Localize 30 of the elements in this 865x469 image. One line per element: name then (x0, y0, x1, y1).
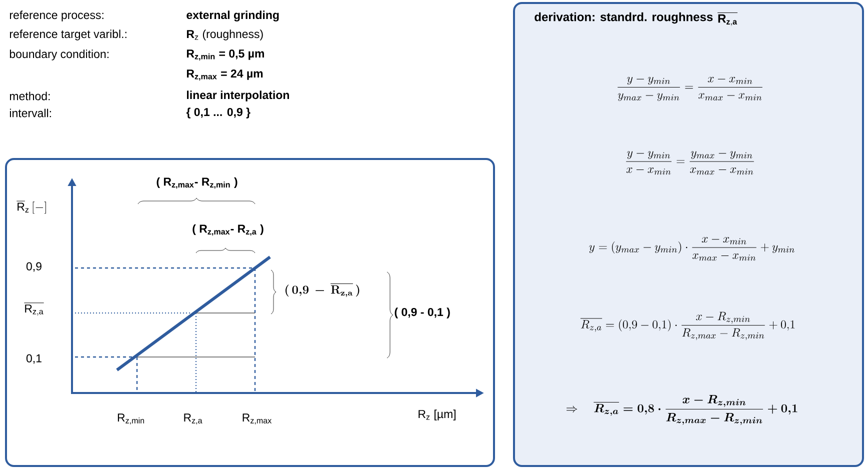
formula: $\frac{y-y_{min}}{x-x_{min}}=\frac{y_{max}-y_{min}}{x_{max}-x_{min}}$ (626, 151, 754, 175)
field-value: R$_{z,min}$ = 0,5 µm (186, 49, 264, 61)
field-label: reference target varibl.: (10, 30, 126, 40)
tick-label: R$_{z,min}$ (118, 414, 144, 424)
tick-label: 0,1 (26, 354, 42, 364)
formula: $y=(y_{max}-y_{min})\cdot\frac{x-x_{min}}{x_{max}-x_{min}}+y_{min}$ (589, 237, 794, 261)
field-label: boundary condition: (10, 50, 108, 60)
formula: $\Rightarrow\quad\boldsymbol{\overline{R_{z,a}}=0{,}8\cdot\frac{x-R_{z,min}}{R_{z,max}-R_{z,min}}+0{,}1}$ (566, 395, 798, 425)
brace-label: $\boldsymbol{(\,0{,}9\,-\,\overline{\mathbf{R}_{\mathbf{z,a}}}\,)}$ (286, 284, 360, 297)
axis-label: R$_{z}$ [µm] (418, 410, 456, 420)
axis-label: $\overline{\mathrm{R}}_{\mathrm{z}}\,[-]$ (16, 201, 46, 214)
field-label: intervall: (10, 108, 51, 118)
formula: $\frac{y-y_{min}}{y_{max}-y_{min}}=\frac{x-x_{min}}{x_{max}-x_{min}}$ (618, 76, 762, 101)
formula: $\overline{R_{z,a}}=(0{,}9-0{,}1)\cdot\frac{x-R_{z,min}}{R_{z,max}-R_{z,min}}+0{,}1$ (580, 312, 795, 340)
tick-label: R$_{z,a}$ (184, 414, 202, 424)
field-value: linear interpolation (187, 90, 289, 102)
chart-panel (5, 158, 495, 467)
tick-label: R$_{z,max}$ (242, 414, 272, 424)
field-value: external grinding (186, 10, 279, 22)
field-value: { 0,1 ... 0,9 } (186, 108, 250, 118)
tick-label: $\overline{\mathrm{R}_{\mathrm{z,a}}}$ (24, 302, 44, 316)
brace-label: ( R$_{z,max}$- R$_{z,min}$ ) (156, 177, 238, 189)
field-value: R$_{z,max}$ = 24 µm (186, 69, 263, 81)
brace-label: ( 0,9 - 0,1 ) (394, 308, 450, 318)
field-value: R$_{z}$ (roughness) (186, 30, 263, 40)
heading-symbol: $\overline{\mathbf{R}_{\mathbf{z,a}}}$ (718, 12, 738, 26)
brace-label: ( R$_{z,max}$- R$_{z,a}$ ) (192, 224, 264, 236)
field-label: method: (10, 92, 50, 100)
field-label: reference process: (10, 10, 104, 22)
tick-label: 0,9 (26, 262, 42, 272)
